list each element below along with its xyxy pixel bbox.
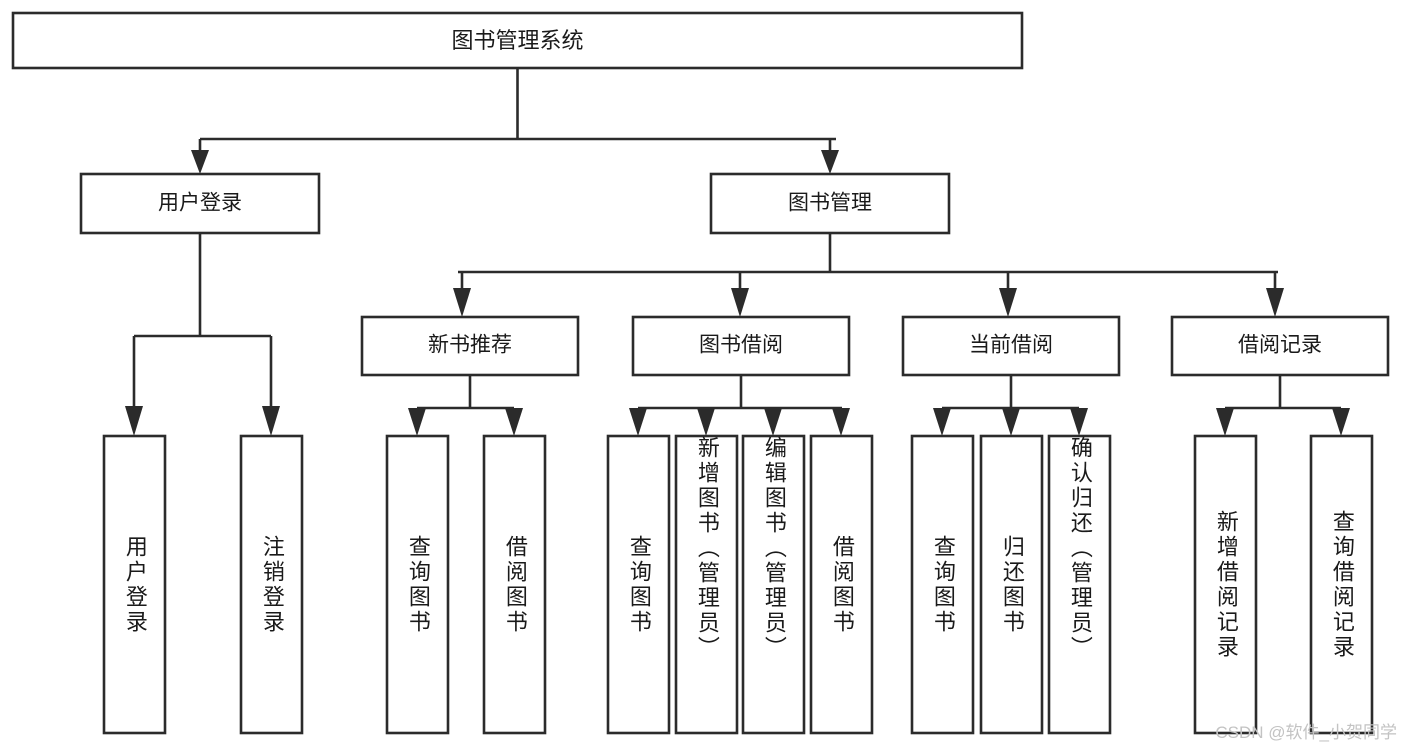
node-root-box[interactable] bbox=[11, 11, 1024, 70]
node-book-manage-label: 图书管理 bbox=[788, 192, 872, 215]
arrow-head-leaf-query-book-current bbox=[933, 408, 951, 436]
arrow-head-leaf-borrow-book bbox=[832, 408, 850, 436]
connector-bookborrow-to-leaves bbox=[629, 375, 850, 436]
node-new-book-recommend-box[interactable] bbox=[360, 315, 580, 377]
node-borrow-record-box[interactable] bbox=[1170, 315, 1390, 377]
leaf-box-confirm-return[interactable] bbox=[1047, 434, 1112, 735]
arrow-head-leaf-logout bbox=[262, 406, 280, 436]
arrow-head-book-manage bbox=[821, 150, 839, 174]
node-book-manage-box[interactable] bbox=[709, 172, 951, 235]
arrow-head-borrow-record bbox=[1266, 288, 1284, 317]
leaf-boxes-group bbox=[102, 434, 1374, 735]
leaf-box-edit-book[interactable] bbox=[741, 434, 806, 735]
node-user-login[interactable]: 用户登录 bbox=[79, 172, 321, 235]
arrow-head-leaf-query-borrow-record bbox=[1332, 408, 1350, 436]
node-current-borrow-label: 当前借阅 bbox=[969, 334, 1053, 357]
leaf-box-query-book-current[interactable] bbox=[910, 434, 975, 735]
leaf-box-query-book-recommend[interactable] bbox=[385, 434, 450, 735]
node-new-book-recommend-label: 新书推荐 bbox=[428, 334, 512, 357]
node-book-borrow[interactable]: 图书借阅 bbox=[631, 315, 851, 377]
arrow-head-leaf-add-book bbox=[697, 408, 715, 436]
leaf-box-user-login[interactable] bbox=[102, 434, 167, 735]
node-current-borrow[interactable]: 当前借阅 bbox=[901, 315, 1121, 377]
connector-borrowrecord-to-leaves bbox=[1216, 375, 1350, 436]
node-new-book-recommend[interactable]: 新书推荐 bbox=[360, 315, 580, 377]
node-user-login-box[interactable] bbox=[79, 172, 321, 235]
node-borrow-record[interactable]: 借阅记录 bbox=[1170, 315, 1390, 377]
arrow-head-new-book-recommend bbox=[453, 288, 471, 317]
arrow-head-leaf-query-book-borrow bbox=[629, 408, 647, 436]
leaf-box-add-book[interactable] bbox=[674, 434, 739, 735]
leaf-box-borrow-book-recommend[interactable] bbox=[482, 434, 547, 735]
arrow-head-current-borrow bbox=[999, 288, 1017, 317]
arrow-head-leaf-confirm-return bbox=[1070, 408, 1088, 436]
leaf-box-return-book[interactable] bbox=[979, 434, 1044, 735]
node-root-label: 图书管理系统 bbox=[451, 28, 583, 53]
node-book-borrow-label: 图书借阅 bbox=[699, 334, 783, 357]
node-user-login-label: 用户登录 bbox=[158, 192, 242, 215]
arrow-head-leaf-return-book bbox=[1002, 408, 1020, 436]
arrow-head-leaf-query-book-recommend bbox=[408, 408, 426, 436]
connector-userlogin-to-leaves bbox=[125, 233, 280, 436]
node-borrow-record-label: 借阅记录 bbox=[1238, 334, 1322, 357]
arrow-head-user-login bbox=[191, 150, 209, 174]
node-book-borrow-box[interactable] bbox=[631, 315, 851, 377]
connector-root-to-level2 bbox=[191, 68, 839, 174]
leaf-box-query-borrow-record[interactable] bbox=[1309, 434, 1374, 735]
connector-bookmanage-to-level3 bbox=[453, 233, 1284, 317]
csdn-watermark: CSDN @软件_小贺同学 bbox=[1215, 723, 1397, 742]
node-root[interactable]: 图书管理系统 bbox=[11, 11, 1024, 70]
arrow-head-leaf-borrow-book-recommend bbox=[505, 408, 523, 436]
leaf-box-logout[interactable] bbox=[239, 434, 304, 735]
node-current-borrow-box[interactable] bbox=[901, 315, 1121, 377]
connector-newbook-to-leaves bbox=[408, 375, 523, 436]
arrow-head-leaf-add-borrow-record bbox=[1216, 408, 1234, 436]
arrow-head-leaf-edit-book bbox=[764, 408, 782, 436]
leaf-box-add-borrow-record[interactable] bbox=[1193, 434, 1258, 735]
leaf-box-query-book-borrow[interactable] bbox=[606, 434, 671, 735]
connector-currentborrow-to-leaves bbox=[933, 375, 1088, 436]
leaf-box-borrow-book[interactable] bbox=[809, 434, 874, 735]
arrow-head-book-borrow bbox=[731, 288, 749, 317]
arrow-head-leaf-user-login bbox=[125, 406, 143, 436]
node-book-manage[interactable]: 图书管理 bbox=[709, 172, 951, 235]
